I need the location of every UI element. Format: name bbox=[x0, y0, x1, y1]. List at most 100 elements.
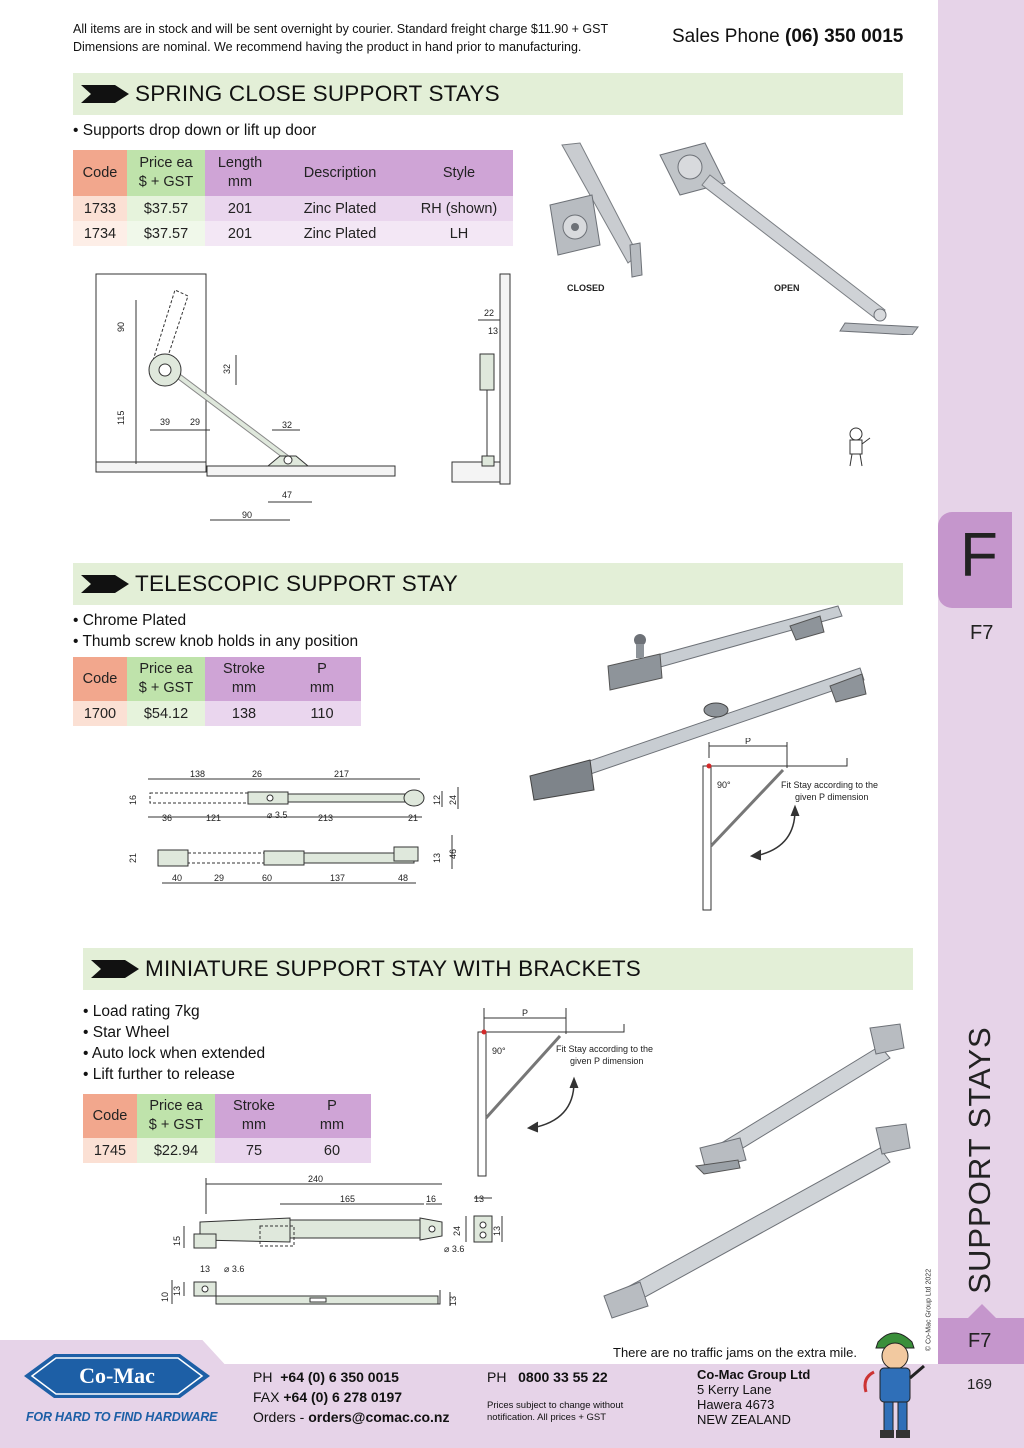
right-sidebar bbox=[938, 0, 1024, 1448]
dim-label: 121 bbox=[206, 813, 221, 823]
page-code-tab-arrow bbox=[968, 1304, 996, 1318]
p-label: P bbox=[522, 1008, 528, 1018]
closed-label: CLOSED bbox=[567, 283, 605, 293]
dim-label: 46 bbox=[448, 849, 458, 859]
dim-label: 21 bbox=[128, 853, 138, 863]
dim-label: ⌀ 3.5 bbox=[267, 810, 287, 820]
spring-stay-photos bbox=[549, 142, 919, 335]
open-label: OPEN bbox=[774, 283, 800, 293]
page-number: 169 bbox=[967, 1376, 993, 1393]
bullet-item: • Chrome Plated bbox=[73, 612, 187, 629]
open-stay-image bbox=[659, 142, 919, 335]
dim-label: 137 bbox=[330, 873, 345, 883]
telescopic-stay-drawing: 138 26 217 16 12 24 36 121 ⌀ 3.5 213 21 … bbox=[128, 769, 459, 884]
arrow-icon bbox=[81, 575, 129, 593]
dim-label: 29 bbox=[214, 873, 224, 883]
dim-label: 22 bbox=[484, 308, 494, 318]
dim-label: 90 bbox=[242, 510, 252, 520]
dim-label: 138 bbox=[190, 769, 205, 779]
dim-label: 24 bbox=[452, 1226, 462, 1236]
cell-length: 201 bbox=[205, 221, 275, 246]
orders-line[interactable]: Orders - orders@comac.co.nz bbox=[253, 1409, 450, 1425]
fit-note-line2: given P dimension bbox=[570, 1056, 643, 1066]
dim-label: 13 bbox=[200, 1264, 210, 1274]
section-tab[interactable]: F bbox=[938, 512, 1012, 608]
fax-line[interactable]: FAX +64 (0) 6 278 0197 bbox=[253, 1389, 403, 1405]
miniature-stay-photos bbox=[603, 1023, 911, 1319]
spring-stay-side-view: 22 13 bbox=[451, 273, 511, 485]
miniature-stay-image-1 bbox=[694, 1023, 905, 1175]
col-style: Style bbox=[405, 150, 513, 196]
dim-label: 15 bbox=[172, 1236, 182, 1246]
angle-label: 90° bbox=[492, 1046, 506, 1056]
spring-bullets: • Supports drop down or lift up door bbox=[73, 120, 316, 141]
cell-price: $37.57 bbox=[127, 221, 205, 246]
fit-note-line1: Fit Stay according to the bbox=[781, 780, 878, 790]
dim-label: 29 bbox=[190, 417, 200, 427]
table-row: 1733 $37.57 201 Zinc Plated RH (shown) bbox=[73, 196, 513, 221]
col-price: Price ea$ + GST bbox=[127, 150, 205, 196]
cell-style: LH bbox=[405, 221, 513, 246]
closed-stay-image bbox=[549, 142, 643, 278]
dim-label: 47 bbox=[282, 490, 292, 500]
col-code: Code bbox=[73, 150, 127, 196]
section-title: SPRING CLOSE SUPPORT STAYS bbox=[135, 81, 500, 106]
fit-note-line1: Fit Stay according to the bbox=[556, 1044, 653, 1054]
company-name: Co-Mac Group Ltd bbox=[697, 1367, 811, 1382]
phone-line[interactable]: PH +64 (0) 6 350 0015 bbox=[253, 1369, 399, 1385]
comac-logo-icon[interactable]: Co-Mac bbox=[24, 1346, 210, 1406]
col-description: Description bbox=[275, 150, 405, 196]
table-row: 1745 $22.94 75 60 bbox=[83, 1138, 371, 1163]
miniature-stay-image-2 bbox=[603, 1123, 911, 1319]
section-title: TELESCOPIC SUPPORT STAY bbox=[135, 571, 459, 596]
dim-label: 36 bbox=[162, 813, 172, 823]
orders-email-link[interactable]: orders@comac.co.nz bbox=[308, 1409, 450, 1425]
col-price: Price ea$ + GST bbox=[137, 1094, 215, 1138]
dim-label: 13 bbox=[488, 326, 498, 336]
dim-label: 13 bbox=[172, 1286, 182, 1296]
cell-code: 1733 bbox=[73, 196, 127, 221]
bullet-item: • Star Wheel bbox=[83, 1024, 170, 1041]
fit-note-line2: given P dimension bbox=[795, 792, 868, 802]
mascot-icon bbox=[863, 1332, 925, 1438]
p-label: P bbox=[745, 738, 751, 746]
arrow-icon bbox=[91, 960, 139, 978]
cell-price: $37.57 bbox=[127, 196, 205, 221]
dim-label: 40 bbox=[172, 873, 182, 883]
dim-label: 13 bbox=[432, 853, 442, 863]
sales-label: Sales Phone bbox=[672, 26, 780, 47]
freephone-line[interactable]: PH 0800 33 55 22 bbox=[487, 1369, 608, 1385]
miniature-bullets: • Load rating 7kg • Star Wheel • Auto lo… bbox=[83, 1001, 265, 1085]
cell-price: $22.94 bbox=[137, 1138, 215, 1163]
dim-label: 60 bbox=[262, 873, 272, 883]
bullet-item: • Supports drop down or lift up door bbox=[73, 122, 317, 139]
company-address: Co-Mac Group Ltd 5 Kerry Lane Hawera 467… bbox=[697, 1367, 811, 1427]
cell-p: 60 bbox=[293, 1138, 371, 1163]
cell-length: 201 bbox=[205, 196, 275, 221]
dim-label: 32 bbox=[282, 420, 292, 430]
price-disclaimer: Prices subject to change without notific… bbox=[487, 1400, 624, 1423]
dim-label: 12 bbox=[432, 795, 442, 805]
dim-label: 13 bbox=[492, 1226, 502, 1236]
telescopic-bullets: • Chrome Plated • Thumb screw knob holds… bbox=[73, 610, 358, 652]
dim-label: ⌀ 3.6 bbox=[224, 1264, 244, 1274]
dim-label: 24 bbox=[448, 795, 458, 805]
dim-label: 90 bbox=[116, 322, 126, 332]
vertical-section-title: SUPPORT STAYS bbox=[962, 1026, 997, 1294]
cell-price: $54.12 bbox=[127, 701, 205, 726]
page-code-top: F7 bbox=[970, 622, 994, 644]
stock-note-line2: Dimensions are nominal. We recommend hav… bbox=[73, 40, 582, 54]
dim-label: ⌀ 3.6 bbox=[444, 1244, 464, 1254]
dim-label: 165 bbox=[340, 1194, 355, 1204]
sales-phone[interactable]: Sales Phone (06) 350 0015 bbox=[672, 26, 903, 48]
mascot-small-icon bbox=[849, 427, 871, 467]
cell-description: Zinc Plated bbox=[275, 221, 405, 246]
dim-label: 10 bbox=[160, 1292, 170, 1302]
cell-style: RH (shown) bbox=[405, 196, 513, 221]
dim-label: 13 bbox=[474, 1194, 484, 1204]
